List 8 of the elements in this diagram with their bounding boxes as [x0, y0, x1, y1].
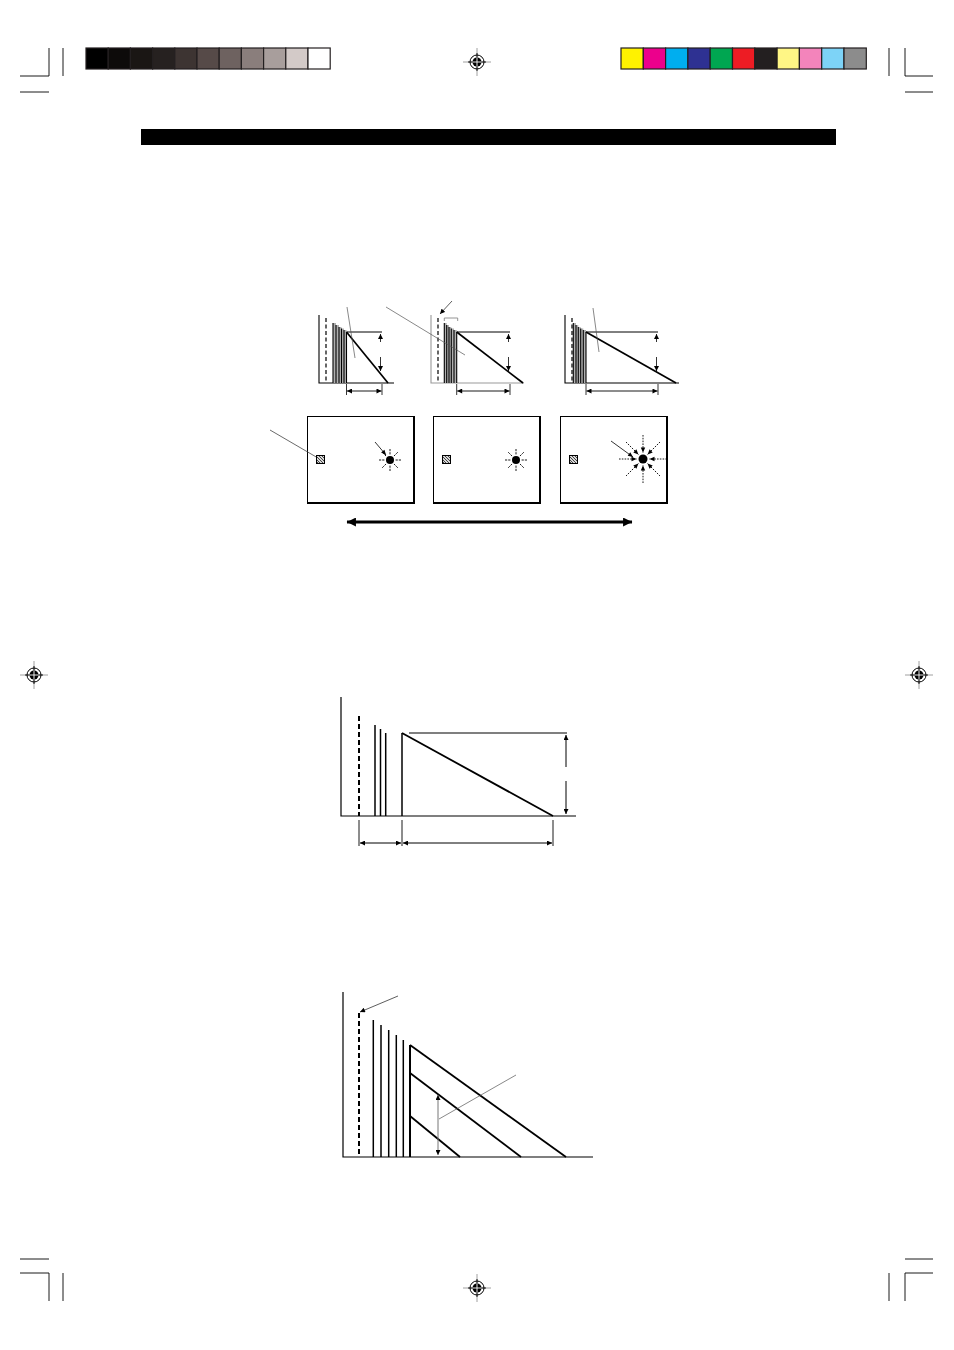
double-arrow — [346, 517, 633, 527]
hatched-marker — [316, 455, 325, 464]
room-box — [433, 416, 541, 504]
hatched-marker — [442, 455, 451, 464]
hatched-marker — [569, 455, 578, 464]
leader-line — [269, 429, 317, 458]
room-box — [560, 416, 668, 504]
room-box — [307, 416, 415, 504]
